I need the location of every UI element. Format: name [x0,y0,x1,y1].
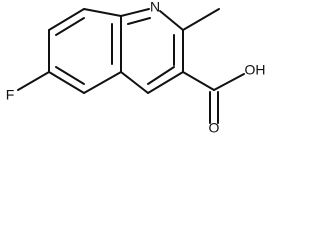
bond-c8a-n1 [120,8,150,17]
carboxyl-bond [182,71,215,91]
quinoline-structure-drawing: N F OH O [6,0,266,136]
carbonyl-oxygen-label: O [209,120,220,136]
bond-c3-c4 [147,71,184,94]
hydroxyl-bond [213,73,245,91]
bond-c8-c7 [48,8,85,31]
nitrogen-label: N [150,0,160,15]
bond-c5-c4a [83,71,122,94]
inner-double-bond-right-bottom [147,66,175,85]
bond-c8a-c8 [83,8,122,17]
fluorine-bond [17,71,50,91]
methyl-bond [182,8,220,31]
hydroxyl-label: OH [245,62,266,78]
inner-double-bond-left-top [55,17,85,36]
bond-c4-c4a [120,71,149,94]
inner-double-bond-right-top [127,17,151,25]
inner-double-bond-left-bottom [55,66,85,85]
bond-n1-c2 [159,10,184,31]
bond-c6-c5 [48,71,85,94]
chemical-structure: N F OH O [0,0,268,138]
fluorine-label: F [6,87,15,103]
